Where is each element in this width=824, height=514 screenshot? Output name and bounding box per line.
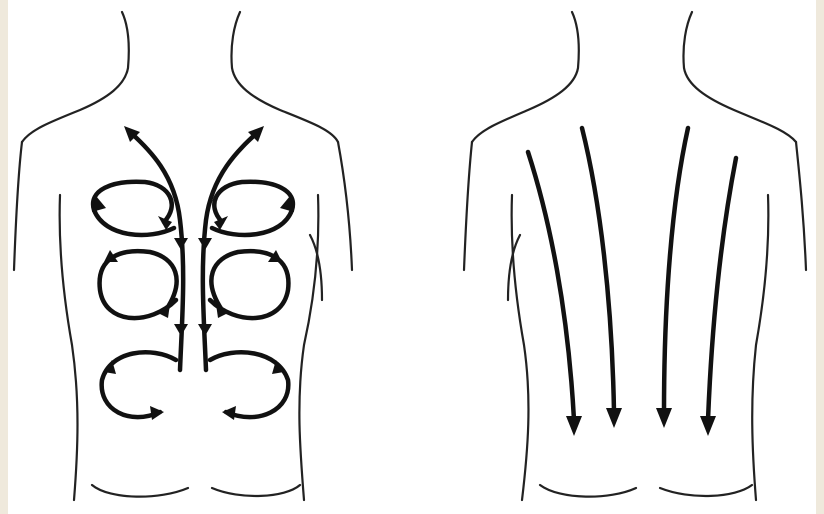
right-figure-buttock-right (660, 485, 752, 496)
circle-stroke-left-1 (93, 182, 174, 235)
left-figure-torso-left (60, 195, 78, 500)
left-figure-buttock-right (212, 485, 300, 496)
down-stroke-2 (582, 128, 614, 412)
down-stroke-3 (664, 128, 688, 412)
right-back-figure (464, 12, 806, 500)
left-figure-neck-left (22, 12, 129, 142)
left-figure-shoulder-right (338, 142, 352, 270)
left-figure-shoulder-left (14, 142, 22, 270)
left-figure-neck-right (231, 12, 338, 142)
right-figure-shoulder-right (796, 142, 806, 270)
down-stroke-1 (528, 152, 574, 420)
circle-stroke-left-3 (102, 352, 176, 417)
circle-stroke-right-1 (212, 182, 293, 235)
arrowhead-down-4 (198, 324, 212, 336)
right-downward-strokes (528, 128, 736, 436)
circle-head-right-2b (216, 304, 230, 318)
left-figure-torso-right (299, 195, 318, 500)
right-figure-neck-right (683, 12, 796, 142)
down-head-1 (566, 416, 582, 436)
left-center-strokes (124, 126, 264, 370)
down-head-2 (606, 408, 622, 428)
right-figure-buttock-left (540, 485, 636, 497)
right-figure-torso-left (512, 195, 529, 500)
arrowhead-down-1 (174, 238, 188, 250)
down-head-4 (700, 416, 716, 436)
left-circular-strokes (92, 182, 294, 420)
left-figure-buttock-left (92, 485, 188, 497)
arrowhead-down-2 (198, 238, 212, 250)
circle-head-right-3b (222, 406, 236, 420)
right-figure-neck-left (472, 12, 579, 142)
right-figure-torso-right (752, 195, 768, 500)
arrowhead-down-3 (174, 324, 188, 336)
circle-head-left-3b (150, 406, 164, 420)
right-figure-shoulder-left (464, 142, 472, 270)
down-stroke-4 (708, 158, 736, 420)
circle-head-left-2b (156, 304, 170, 318)
down-head-3 (656, 408, 672, 428)
